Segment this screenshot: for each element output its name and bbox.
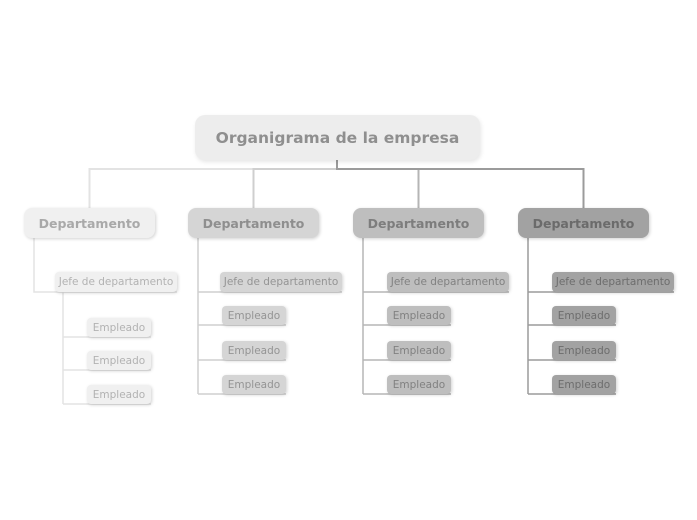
manager-node[interactable]: Jefe de departamento bbox=[220, 272, 342, 292]
employee-node[interactable]: Empleado bbox=[552, 306, 616, 325]
employee-node[interactable]: Empleado bbox=[552, 341, 616, 360]
employee-node[interactable]: Empleado bbox=[87, 318, 151, 337]
department-node[interactable]: Departamento bbox=[353, 208, 484, 238]
department-node[interactable]: Departamento bbox=[24, 208, 155, 238]
employee-node[interactable]: Empleado bbox=[387, 341, 451, 360]
employee-node[interactable]: Empleado bbox=[222, 341, 286, 360]
employee-node[interactable]: Empleado bbox=[222, 306, 286, 325]
connector-root-dept-4 bbox=[336, 160, 585, 208]
manager-node[interactable]: Jefe de departamento bbox=[552, 272, 674, 292]
employee-node[interactable]: Empleado bbox=[87, 385, 151, 404]
root-node-company-title[interactable]: Organigrama de la empresa bbox=[195, 115, 480, 160]
connector-root-dept-2 bbox=[252, 160, 338, 208]
manager-node[interactable]: Jefe de departamento bbox=[55, 272, 177, 292]
connector-root-dept-3 bbox=[336, 160, 420, 208]
department-node[interactable]: Departamento bbox=[188, 208, 319, 238]
manager-node[interactable]: Jefe de departamento bbox=[387, 272, 509, 292]
connector-dept1-manager bbox=[33, 238, 177, 293]
employee-node[interactable]: Empleado bbox=[387, 306, 451, 325]
connector-root-dept-1 bbox=[88, 160, 338, 208]
employee-node[interactable]: Empleado bbox=[387, 375, 451, 394]
department-node[interactable]: Departamento bbox=[518, 208, 649, 238]
employee-node[interactable]: Empleado bbox=[552, 375, 616, 394]
employee-node[interactable]: Empleado bbox=[222, 375, 286, 394]
employee-node[interactable]: Empleado bbox=[87, 351, 151, 370]
